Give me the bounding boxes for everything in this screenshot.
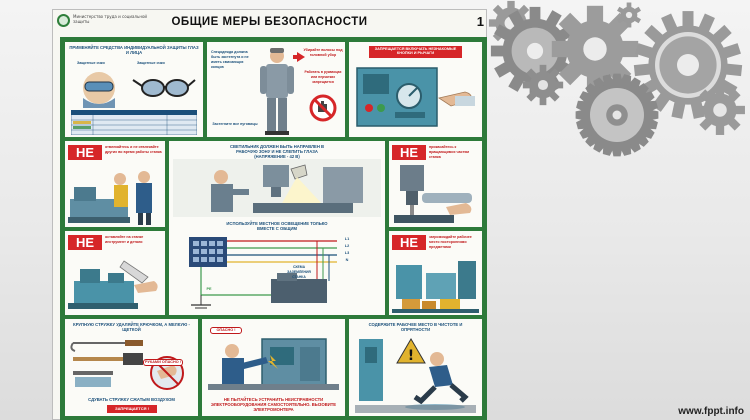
slipping-worker-illustration: ! xyxy=(355,335,476,413)
lighting-mid-text: ИСПОЛЬЗУЙТЕ МЕСТНОЕ ОСВЕЩЕНИЕ ТОЛЬКО ВМЕ… xyxy=(226,221,328,231)
panel-eye-protection: ПРИМЕНЯЙТЕ СРЕДСТВА ИНДИВИДУАЛЬНОЙ ЗАЩИТ… xyxy=(65,42,203,137)
ne-badge: НЕ xyxy=(68,235,102,250)
grounding-scheme-diagram xyxy=(187,235,377,311)
control-panel-illustration xyxy=(355,62,476,132)
note-clothes: Спецодежда должна быть застегнута и не и… xyxy=(211,50,249,69)
panel-electrical: ОПАСНО ! НЕ ПЫТАЙТЕСЬ УСТРАНИТЬ НЕИСПРАВ… xyxy=(202,319,345,416)
chips-top-text: КРУПНУЮ СТРУЖКУ УДАЛЯЙТЕ КРЮЧКОМ, А МЕЛК… xyxy=(73,322,190,332)
chips-bottom-text: СДУВАТЬ СТРУЖКУ СЖАТЫМ ВОЗДУХОМ xyxy=(88,397,175,402)
electrical-bottom-text: НЕ ПЫТАЙТЕСЬ УСТРАНИТЬ НЕИСПРАВНОСТИ ЭЛЕ… xyxy=(210,397,337,412)
organization-logo-icon xyxy=(57,14,70,27)
label-goggles-left: Защитные очки xyxy=(77,61,105,65)
panel-no-distraction: НЕ отвлекайтесь и не отвлекайте других в… xyxy=(65,141,165,227)
glove-ban-icon xyxy=(309,94,337,122)
hook-and-brush-illustration xyxy=(69,335,194,391)
vise-illustration xyxy=(68,255,162,313)
danger-pill: РУКАМИ ОПАСНО ! xyxy=(143,359,183,366)
panel-unknown-buttons: ЗАПРЕЩАЕТСЯ ВКЛЮЧАТЬ НЕЗНАКОМЫЕ КНОПКИ И… xyxy=(349,42,482,137)
panel-no-tools-left: НЕ оставляйте на станке инструмент и дет… xyxy=(65,231,165,315)
gear-icon-center xyxy=(550,4,640,94)
wire-label-l2: L2 xyxy=(344,244,350,248)
watermark-url: www.fppt.info xyxy=(678,406,744,417)
panel-text: оставляйте на станке инструмент и детали xyxy=(105,235,144,244)
gear-icon-large-left xyxy=(490,6,580,96)
ne-badge: НЕ xyxy=(392,235,426,250)
gear-icon-round-saw xyxy=(572,70,662,160)
gear-icon-tiny-top xyxy=(616,2,642,28)
ne-badge: НЕ xyxy=(68,145,102,160)
note-hair: Убирайте волосы под головной убор xyxy=(303,48,343,57)
panel-text: загромождайте рабочее место посторонними… xyxy=(429,235,472,249)
chips-ban-banner: ЗАПРЕЩАЕТСЯ ! xyxy=(107,405,157,413)
poster-header: Министерство труда и социальной защиты О… xyxy=(53,10,486,32)
lighting-top-text: СВЕТИЛЬНИК ДОЛЖЕН БЫТЬ НАПРАВЛЕН В РАБОЧ… xyxy=(229,144,325,159)
panel-heading: ПРИМЕНЯЙТЕ СРЕДСТВА ИНДИВИДУАЛЬНОЙ ЗАЩИТ… xyxy=(69,45,199,55)
panel-text: отвлекайтесь и не отвлекайте других во в… xyxy=(105,145,162,154)
safety-poster: Министерство труда и социальной защиты О… xyxy=(52,9,487,420)
cluttered-workshop-illustration xyxy=(392,255,479,313)
worker-illustration xyxy=(251,46,303,136)
panel-workwear: Спецодежда должна быть застегнута и не и… xyxy=(207,42,345,137)
electrical-cabinet-illustration xyxy=(208,337,339,393)
wire-label-n: N xyxy=(345,258,349,262)
note-buttons: Застегните все пуговицы xyxy=(212,122,258,126)
panel-rotating-parts: НЕ прикасайтесь к вращающимся частям ста… xyxy=(389,141,482,227)
svg-text:!: ! xyxy=(408,348,414,364)
drill-chuck-illustration xyxy=(392,163,479,225)
ppe-table xyxy=(71,110,197,135)
wire-label-l3: L3 xyxy=(344,251,350,255)
wire-label-l1: L1 xyxy=(344,237,350,241)
label-goggles-right: Защитные очки xyxy=(137,61,165,65)
goggles-illustration xyxy=(71,68,197,108)
panel-local-lighting: СВЕТИЛЬНИК ДОЛЖЕН БЫТЬ НАПРАВЛЕН В РАБОЧ… xyxy=(169,141,385,315)
panel-clean-workplace: СОДЕРЖИТЕ РАБОЧЕЕ МЕСТО В ЧИСТОТЕ И ОПРЯ… xyxy=(349,319,482,416)
ne-badge: НЕ xyxy=(392,145,426,160)
poster-number: 1 xyxy=(476,14,484,29)
gear-icon-large-right xyxy=(633,10,743,120)
poster-title: ОБЩИЕ МЕРЫ БЕЗОПАСНОСТИ xyxy=(171,16,368,28)
milling-machine-illustration xyxy=(173,159,381,217)
danger-pill: ОПАСНО ! xyxy=(210,327,242,334)
panel-text: прикасайтесь к вращающимся частям станка xyxy=(429,145,470,159)
poster-grid: ПРИМЕНЯЙТЕ СРЕДСТВА ИНДИВИДУАЛЬНОЙ ЗАЩИТ… xyxy=(60,37,487,420)
gear-icon-mid-left xyxy=(522,64,564,106)
arrow-icon xyxy=(293,52,305,62)
note-gloves: Работать в рукавицах или перчатках запре… xyxy=(304,70,342,84)
gear-icon-right-small xyxy=(694,84,746,136)
ban-banner: ЗАПРЕЩАЕТСЯ ВКЛЮЧАТЬ НЕЗНАКОМЫЕ КНОПКИ И… xyxy=(369,46,462,58)
lathe-workers-illustration xyxy=(68,165,162,225)
pe-label: PE xyxy=(206,287,212,291)
panel-clutter: НЕ загромождайте рабочее место посторонн… xyxy=(389,231,482,315)
organization-name: Министерство труда и социальной защиты xyxy=(73,14,147,24)
panel-chip-removal: КРУПНУЮ СТРУЖКУ УДАЛЯЙТЕ КРЮЧКОМ, А МЕЛК… xyxy=(65,319,198,416)
clean-top-text: СОДЕРЖИТЕ РАБОЧЕЕ МЕСТО В ЧИСТОТЕ И ОПРЯ… xyxy=(368,322,463,332)
scheme-label: СХЕМА ЗАЗЕМЛЕНИЯ СТАНКА xyxy=(287,265,311,279)
